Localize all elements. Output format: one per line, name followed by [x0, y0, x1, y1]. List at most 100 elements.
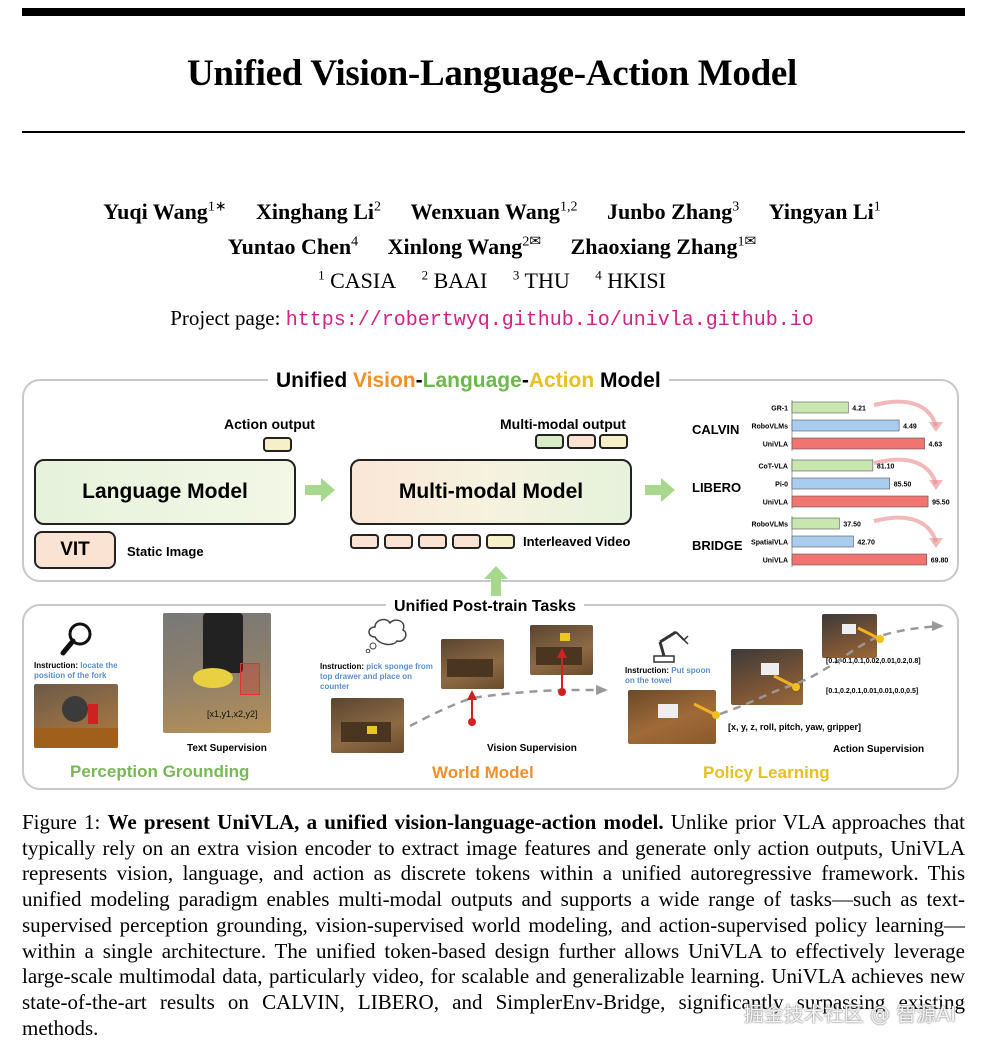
bar-value-label: 4.63	[929, 442, 943, 449]
project-url-link[interactable]: https://robertwyq.github.io/univla.githu…	[285, 309, 814, 332]
output-token	[535, 434, 564, 449]
trend-arrow-head	[929, 480, 943, 490]
input-token	[418, 534, 447, 549]
affiliations: 1 CASIA 2 BAAI 3 THU 4 HKISI	[0, 268, 984, 294]
arrow-right-icon	[645, 478, 675, 502]
world-model-title: World Model	[432, 763, 534, 782]
bar-value-label: 69.80	[931, 558, 949, 565]
author[interactable]: Yuntao Chen4	[227, 234, 359, 260]
caption-bold: We present UniVLA, a unified vision-lang…	[107, 810, 664, 834]
author[interactable]: Yingyan Li1	[768, 199, 881, 225]
author[interactable]: Xinghang Li2	[256, 199, 382, 225]
bar-value-label: 85.50	[894, 482, 912, 489]
benchmark-label: BRIDGE	[692, 538, 743, 553]
grounding-scene-image: [x1,y1,x2,y2]	[163, 613, 271, 733]
bar-value-label: 4.21	[852, 406, 866, 413]
bar-pi-0	[791, 477, 891, 490]
authors-line-1: Yuqi Wang1∗ Xinghang Li2 Wenxuan Wang1,2…	[0, 199, 984, 225]
perception-instruction: Instruction: locate the position of the …	[34, 661, 118, 680]
watermark: 掘金技术社区 @ 智源AI	[743, 1002, 956, 1026]
world-instruction: Instruction: pick sponge from top drawer…	[320, 662, 433, 691]
action-vector-2: [0.1,0.2,0.1,0.01,0.01,0.0,0.5]	[826, 688, 919, 695]
caption-prefix: Figure 1:	[22, 810, 101, 834]
author[interactable]: Yuqi Wang1∗	[103, 199, 227, 225]
affiliation: 3 THU	[512, 268, 570, 294]
vision-supervision-label: Vision Supervision	[487, 743, 577, 754]
action-token	[263, 437, 292, 452]
bar-category-label: RoboVLMs	[751, 424, 788, 431]
bar-value-label: 81.10	[877, 464, 895, 471]
world-frame-image	[441, 639, 504, 689]
figure-caption: Figure 1: We present UniVLA, a unified v…	[22, 810, 965, 1041]
output-token	[599, 434, 628, 449]
policy-frame-image	[731, 649, 803, 705]
author[interactable]: Xinlong Wang2✉	[387, 234, 542, 260]
perception-scene-image	[34, 684, 118, 748]
bar-spatialvla	[791, 535, 854, 548]
bar-category-label: GR-1	[771, 406, 788, 413]
figure-top-title: Unified Vision-Language-Action Model	[268, 369, 669, 393]
caption-body: Unlike prior VLA approaches that typical…	[22, 810, 966, 1040]
title-rule	[22, 131, 965, 133]
bar-value-label: 37.50	[843, 522, 861, 529]
interleaved-video-label: Interleaved Video	[523, 534, 631, 549]
output-token	[567, 434, 596, 449]
action-vector-1: [0.1,-0.1,0.1,0.02,0.01,0.2,0.8]	[826, 658, 921, 665]
vit-box: VIT	[34, 531, 116, 569]
bar-value-label: 95.50	[932, 500, 950, 507]
affiliation: 1 CASIA	[318, 268, 397, 294]
input-token	[452, 534, 481, 549]
bar-category-label: Pi-0	[775, 482, 788, 489]
world-frame-image	[331, 698, 404, 753]
trend-arrow-head	[929, 422, 943, 432]
post-train-title: Unified Post-train Tasks	[386, 598, 584, 616]
world-trajectory	[409, 648, 608, 728]
bar-category-label: SpatialVLA	[751, 540, 788, 547]
action-supervision-label: Action Supervision	[833, 744, 925, 755]
author[interactable]: Junbo Zhang3	[606, 199, 740, 225]
bar-robovlms	[791, 517, 840, 530]
bar-univla	[791, 553, 928, 566]
bar-category-label: UniVLA	[763, 558, 788, 565]
action-output-label: Action output	[224, 416, 315, 432]
author[interactable]: Zhaoxiang Zhang1✉	[570, 234, 757, 260]
language-model-box: Language Model	[34, 459, 296, 525]
bar-category-label: RoboVLMs	[751, 522, 788, 529]
bbox-text: [x1,y1,x2,y2]	[207, 709, 258, 719]
trend-arrow-head	[929, 538, 943, 548]
bar-univla	[791, 495, 929, 508]
bar-cot-vla	[791, 459, 874, 472]
magnifier-icon	[60, 622, 92, 656]
bar-gr-1	[791, 401, 849, 414]
affiliation: 4 HKISI	[595, 268, 666, 294]
input-token	[350, 534, 379, 549]
policy-instruction: Instruction: Put spoon on the towel	[625, 666, 711, 685]
thought-cloud-icon	[365, 618, 407, 653]
bar-category-label: UniVLA	[763, 500, 788, 507]
benchmark-label: CALVIN	[692, 422, 740, 437]
authors-line-2: Yuntao Chen4 Xinlong Wang2✉ Zhaoxiang Zh…	[0, 234, 984, 260]
text-supervision-label: Text Supervision	[187, 743, 267, 754]
multimodal-output-label: Multi-modal output	[500, 416, 626, 432]
author[interactable]: Wenxuan Wang1,2	[410, 199, 578, 225]
bar-value-label: 42.70	[857, 540, 875, 547]
action-vector-labels: [x, y, z, roll, pitch, yaw, gripper]	[728, 722, 862, 732]
policy-learning-title: Policy Learning	[703, 763, 830, 782]
trend-arrow-icon	[873, 515, 938, 543]
project-label: Project page:	[170, 306, 281, 330]
affiliation: 2 BAAI	[421, 268, 488, 294]
bar-robovlms	[791, 419, 900, 432]
benchmark-label: LIBERO	[692, 480, 742, 495]
bar-category-label: UniVLA	[763, 442, 788, 449]
project-page: Project page: https://robertwyq.github.i…	[0, 306, 984, 332]
bar-univla	[791, 437, 925, 450]
static-image-label: Static Image	[127, 544, 204, 559]
policy-trajectory	[693, 621, 944, 719]
input-token	[486, 534, 515, 549]
trend-arrow-icon	[873, 399, 938, 427]
policy-frame-image	[628, 690, 716, 744]
input-token	[384, 534, 413, 549]
perception-grounding-title: Perception Grounding	[70, 762, 250, 781]
arrow-right-icon	[305, 478, 335, 502]
